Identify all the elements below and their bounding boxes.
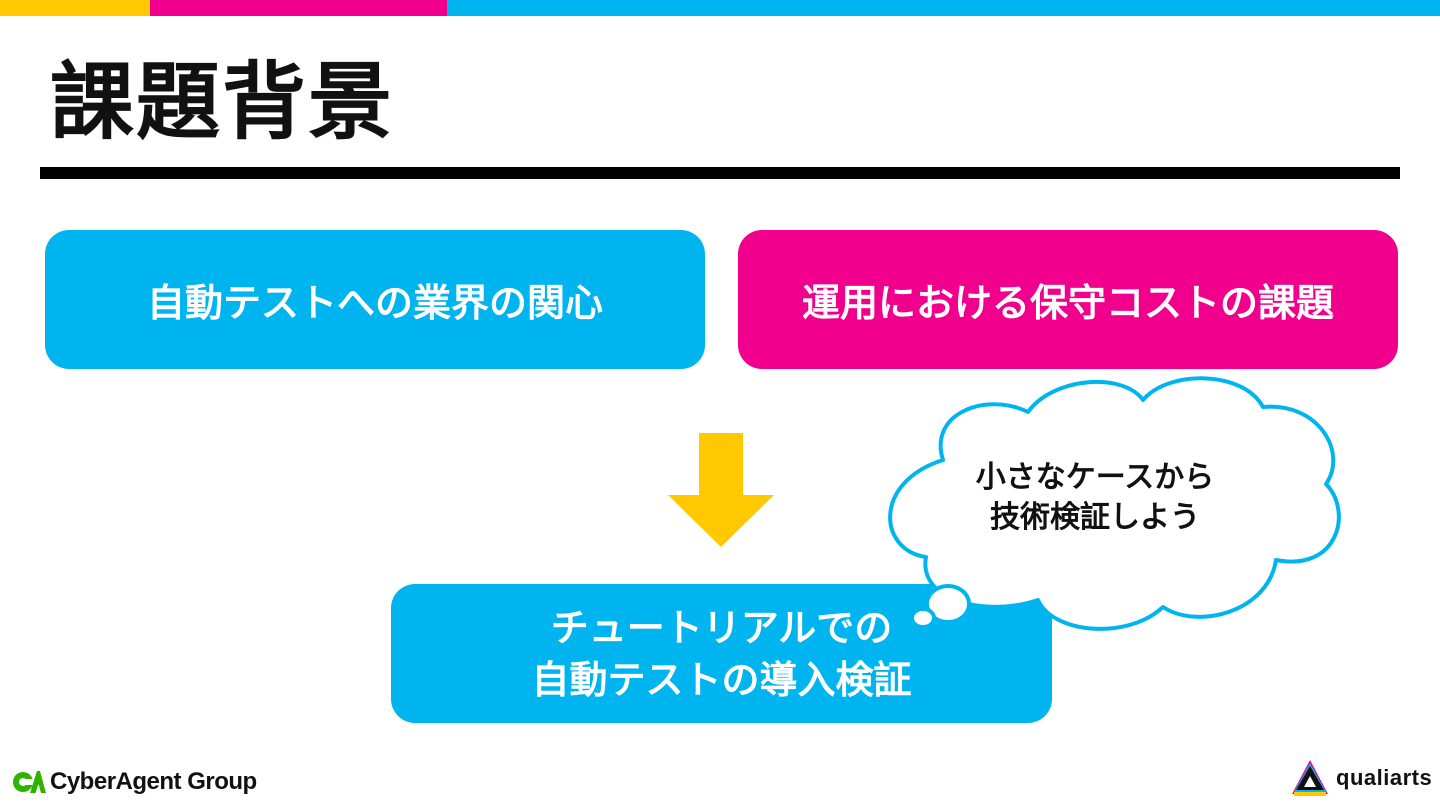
top-bar-magenta	[150, 0, 447, 16]
down-arrow-icon	[668, 433, 774, 547]
tutorial-verification-line1: チュートリアルでの	[550, 605, 893, 650]
industry-interest-box: 自動テストへの業界の関心	[45, 230, 705, 369]
cyberagent-group-text: CyberAgent Group	[50, 768, 257, 795]
top-bar-cyan	[447, 0, 1440, 16]
top-color-bar	[0, 0, 1440, 16]
slide-title: 課題背景	[50, 53, 395, 151]
qualiarts-logo: qualiarts	[1290, 758, 1432, 798]
top-bar-yellow	[0, 0, 150, 16]
thought-line1: 小さなケースから	[975, 460, 1215, 495]
maintenance-cost-label: 運用における保守コストの課題	[801, 281, 1334, 325]
qualiarts-logo-icon	[1292, 760, 1328, 796]
tutorial-verification-line2: 自動テストの導入検証	[531, 657, 912, 702]
industry-interest-label: 自動テストへの業界の関心	[146, 281, 603, 325]
qualiarts-text: qualiarts	[1336, 765, 1433, 790]
thought-bubble-icon	[888, 376, 1341, 631]
title-underline	[40, 167, 1400, 179]
thought-line2: 技術検証しよう	[990, 500, 1200, 535]
cyberagent-group-logo: CyberAgent Group	[12, 768, 257, 796]
maintenance-cost-box: 運用における保守コストの課題	[738, 230, 1398, 369]
thought-bubble-text: 小さなケースから 技術検証しよう	[930, 458, 1260, 538]
cyberagent-logo-icon	[13, 771, 46, 793]
